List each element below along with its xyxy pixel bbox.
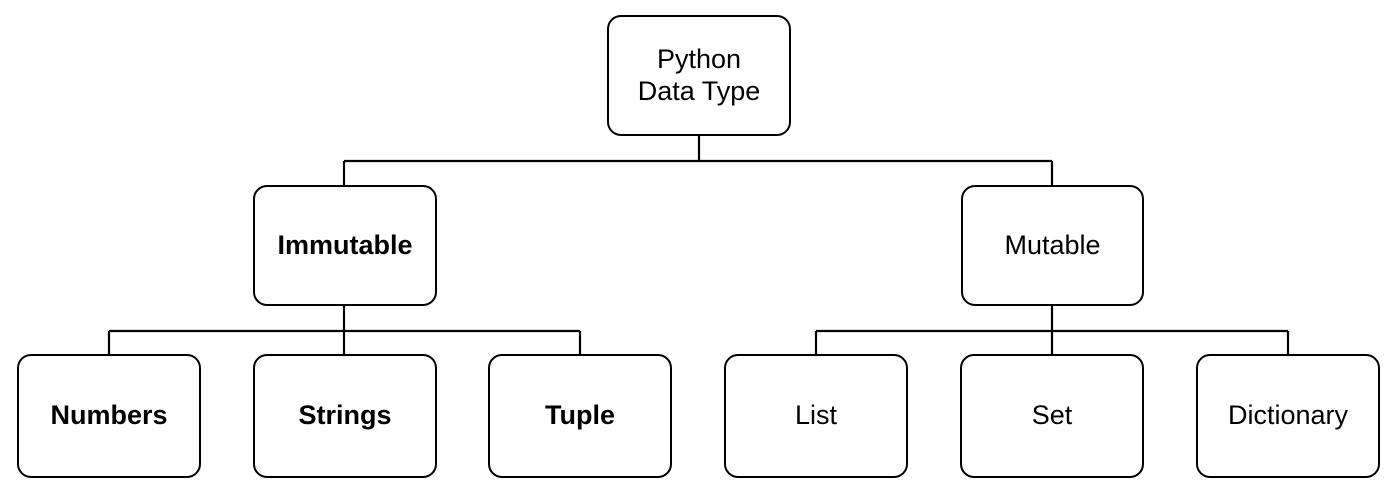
- node-mutable-label: Mutable: [1004, 229, 1101, 260]
- node-dictionary: Dictionary: [1196, 354, 1380, 478]
- node-dictionary-label: Dictionary: [1227, 400, 1349, 431]
- node-tuple-label: Tuple: [545, 400, 615, 431]
- node-immutable: Immutable: [253, 185, 437, 306]
- node-strings: Strings: [253, 354, 437, 478]
- node-set: Set: [960, 354, 1144, 478]
- node-numbers-label: Numbers: [50, 400, 168, 431]
- node-list: List: [724, 354, 908, 478]
- node-strings-label: Strings: [298, 400, 392, 431]
- node-tuple: Tuple: [488, 354, 672, 478]
- node-set-label: Set: [1031, 400, 1073, 431]
- node-immutable-label: Immutable: [277, 229, 413, 260]
- node-root-label: Python Data Type: [637, 43, 761, 106]
- node-numbers: Numbers: [17, 354, 201, 478]
- node-mutable: Mutable: [961, 185, 1144, 306]
- node-list-label: List: [794, 400, 838, 431]
- node-root: Python Data Type: [607, 15, 791, 136]
